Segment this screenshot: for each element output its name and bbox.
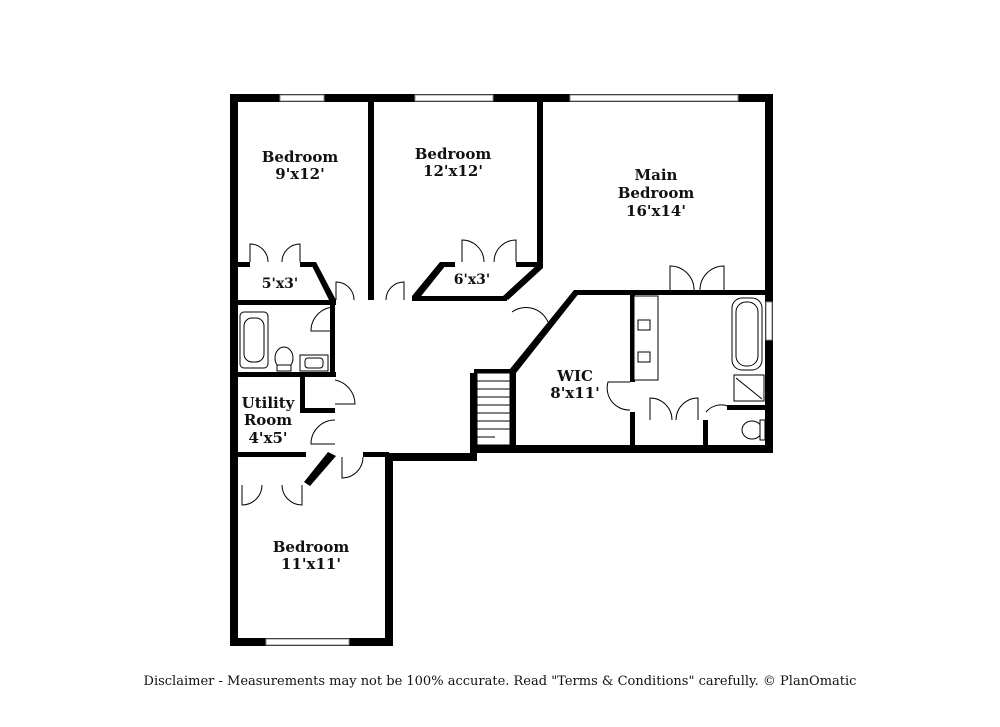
svg-text:4'x5': 4'x5' bbox=[248, 429, 287, 447]
stairs bbox=[476, 372, 511, 446]
room-label-bedroom-1: Bedroom 9'x12' bbox=[262, 148, 339, 183]
svg-text:16'x14': 16'x14' bbox=[626, 202, 686, 220]
svg-text:9'x12': 9'x12' bbox=[275, 165, 324, 183]
svg-text:Utility: Utility bbox=[242, 394, 296, 412]
room-label-main-bedroom: Main Bedroom 16'x14' bbox=[618, 166, 695, 220]
svg-text:Room: Room bbox=[244, 411, 292, 429]
svg-text:WIC: WIC bbox=[556, 367, 593, 385]
svg-text:5'x3': 5'x3' bbox=[262, 276, 298, 292]
svg-text:Bedroom: Bedroom bbox=[618, 184, 695, 202]
door-swings bbox=[241, 239, 729, 506]
room-label-utility-room: Utility Room 4'x5' bbox=[242, 394, 296, 447]
room-label-bedroom-3: Bedroom 11'x11' bbox=[273, 538, 350, 573]
room-label-closet-1: 5'x3' bbox=[262, 276, 298, 292]
svg-text:11'x11': 11'x11' bbox=[281, 555, 341, 573]
svg-text:Bedroom: Bedroom bbox=[415, 145, 492, 163]
svg-text:Main: Main bbox=[635, 166, 678, 184]
disclaimer-text: Disclaimer - Measurements may not be 100… bbox=[143, 674, 857, 689]
svg-text:Bedroom: Bedroom bbox=[262, 148, 339, 166]
windows bbox=[265, 94, 773, 646]
interior-walls bbox=[236, 100, 767, 486]
svg-text:Bedroom: Bedroom bbox=[273, 538, 350, 556]
svg-text:12'x12': 12'x12' bbox=[423, 162, 483, 180]
room-label-wic: WIC 8'x11' bbox=[550, 367, 599, 402]
room-label-closet-2: 6'x3' bbox=[454, 272, 490, 288]
svg-text:6'x3': 6'x3' bbox=[454, 272, 490, 288]
bathroom-fixtures bbox=[239, 295, 766, 441]
svg-text:8'x11': 8'x11' bbox=[550, 384, 599, 402]
room-label-bedroom-2: Bedroom 12'x12' bbox=[415, 145, 492, 180]
